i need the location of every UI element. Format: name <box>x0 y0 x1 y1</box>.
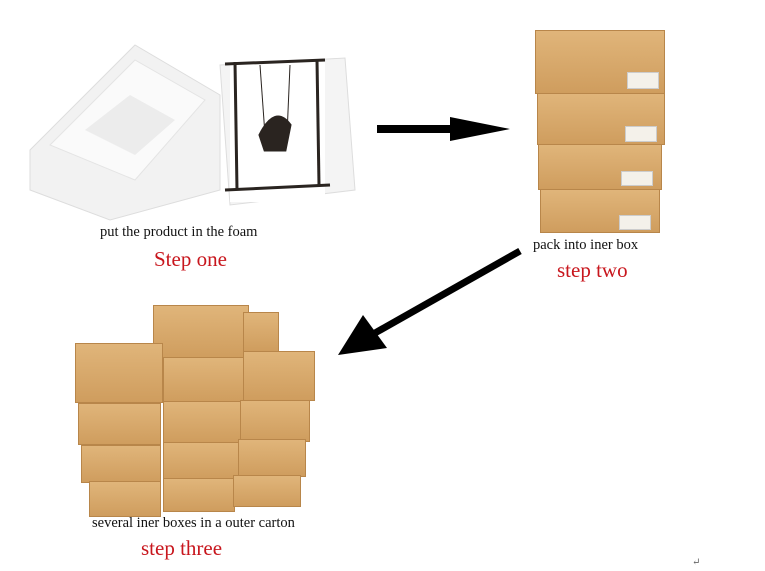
outer-carton-pile-image <box>75 305 320 517</box>
swing-sculpture <box>224 58 331 192</box>
arrow-right-icon <box>377 117 510 141</box>
step-one-title: Step one <box>154 247 227 271</box>
step-three-title: step three <box>141 536 223 560</box>
step-three-caption: several iner boxes in a outer carton <box>92 515 295 531</box>
step-one-caption: put the product in the foam <box>100 224 258 240</box>
foam-tray-image <box>29 44 356 221</box>
return-mark: ↵ <box>692 557 701 568</box>
step-two-title: step two <box>557 258 628 282</box>
step-two-caption: pack into iner box <box>533 237 639 253</box>
inner-box-stack-image <box>535 30 667 235</box>
arrow-down-left-icon <box>338 247 522 355</box>
